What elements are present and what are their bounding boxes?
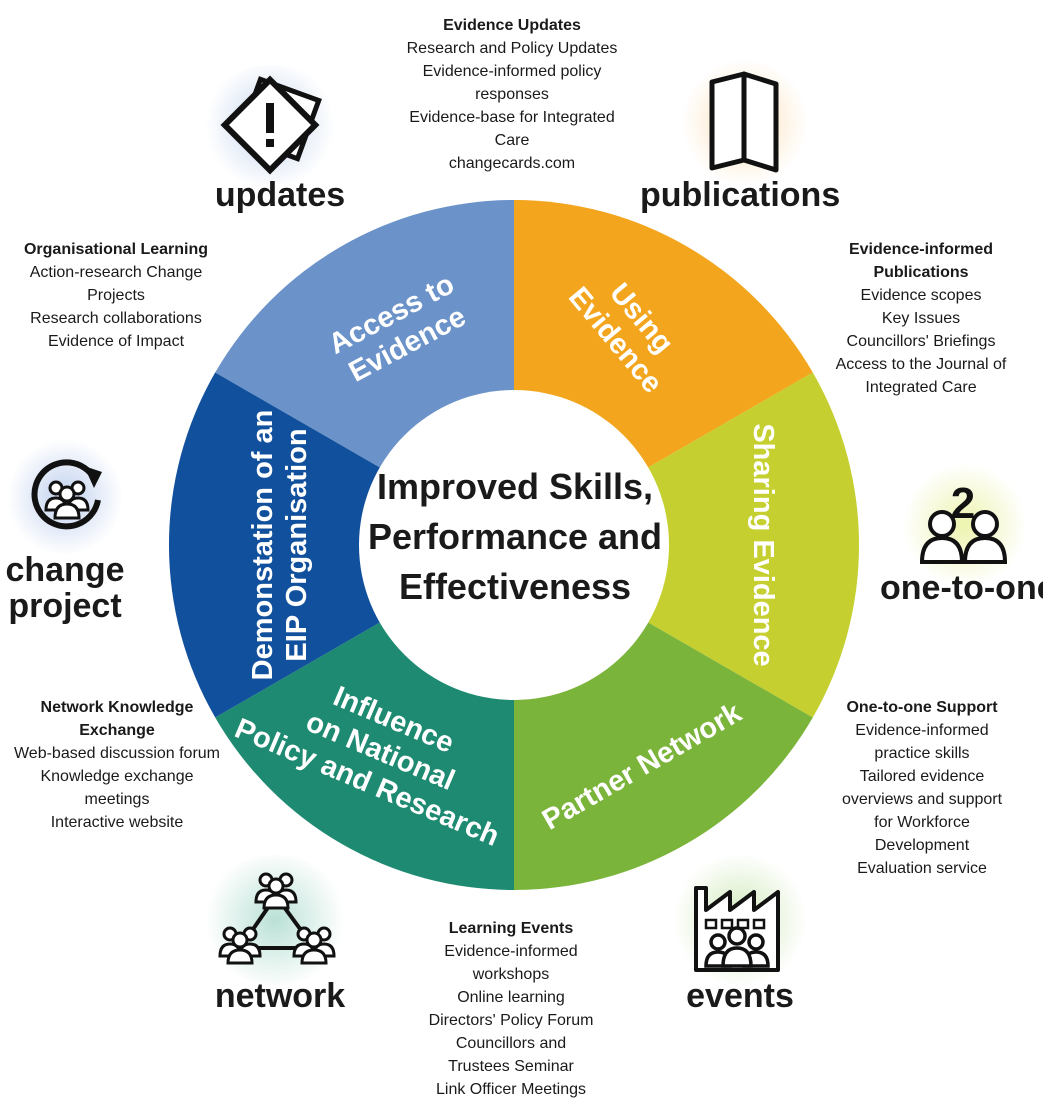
segment-sharing-evidence-label-line: Sharing Evidence xyxy=(747,423,779,666)
list-item: Evidence-base for Integrated xyxy=(409,109,615,126)
publications-block: Evidence-informed Publications Evidence … xyxy=(810,238,1032,399)
list-item: Tailored evidence xyxy=(859,768,985,785)
segment-eip-organisation xyxy=(168,372,515,718)
wheel-segments xyxy=(168,199,860,890)
list-item: Integrated Care xyxy=(865,379,977,396)
list-item: Projects xyxy=(87,287,145,304)
list-item: Research and Policy Updates xyxy=(406,40,618,57)
publications-title-line-2: Publications xyxy=(873,264,969,281)
list-item: Knowledge exchange xyxy=(40,768,194,785)
segment-eip-organisation-label-line: EIP Organisation xyxy=(281,428,313,661)
two-people-icon: 2 xyxy=(919,480,1008,564)
list-item: Trustees Seminar xyxy=(448,1058,574,1075)
learning-events-title: Learning Events xyxy=(448,920,574,937)
wheel-center xyxy=(359,390,669,700)
center-line-3: Effectiveness xyxy=(398,566,632,607)
one-to-one-label: one-to-one xyxy=(880,569,1043,607)
list-item: Online learning xyxy=(457,989,565,1006)
list-item: Evidence scopes xyxy=(860,287,982,304)
center-line-2: Performance and xyxy=(367,516,663,557)
publications-title-line-1: Evidence-informed xyxy=(848,241,994,258)
list-item: overviews and support xyxy=(841,791,1003,808)
list-item: workshops xyxy=(472,966,550,983)
list-item: Access to the Journal of xyxy=(835,356,1007,373)
one-to-one-support-block: One-to-one Support Evidence-informed pra… xyxy=(808,696,1036,880)
list-item: Directors' Policy Forum xyxy=(428,1012,594,1029)
change-project-label: change project xyxy=(0,552,130,624)
list-item: Councillors and xyxy=(455,1035,567,1052)
list-item: changecards.com xyxy=(448,155,576,172)
segment-sharing-evidence xyxy=(514,372,860,718)
change-project-label-line-2: project xyxy=(8,587,122,625)
list-item: Interactive website xyxy=(50,814,184,831)
alert-sign-icon xyxy=(220,75,322,175)
list-item: Key Issues xyxy=(881,310,961,327)
organisational-learning-title: Organisational Learning xyxy=(23,241,209,258)
list-item: Care xyxy=(494,132,530,149)
list-item: Evidence-informed xyxy=(444,943,578,960)
network-label: network xyxy=(214,977,346,1015)
one-to-one-glow xyxy=(900,465,1030,585)
list-item: Evaluation service xyxy=(857,860,987,877)
publications-label: publications xyxy=(640,176,841,214)
events-label: events xyxy=(686,977,794,1015)
segment-eip-organisation-label-line: Demonstation of an xyxy=(247,410,279,681)
list-item: Link Officer Meetings xyxy=(436,1081,586,1098)
list-item: responses xyxy=(475,86,549,103)
cycle-group-icon xyxy=(31,459,102,530)
network-exchange-block: Network Knowledge Exchange Web-based dis… xyxy=(4,696,230,834)
list-item: Development xyxy=(874,837,970,854)
list-item: Evidence-informed policy xyxy=(422,63,602,80)
organisational-learning-block: Organisational Learning Action-research … xyxy=(14,238,218,353)
network-exchange-title-line-2: Exchange xyxy=(79,722,155,739)
center-line-1: Improved Skills, xyxy=(376,466,654,507)
center-statement: Improved Skills, Performance and Effecti… xyxy=(360,462,670,612)
list-item: Research collaborations xyxy=(30,310,202,327)
network-exchange-title-line-1: Network Knowledge xyxy=(40,699,194,716)
factory-people-icon xyxy=(694,886,780,972)
list-item: for Workforce xyxy=(874,814,970,831)
list-item: Councillors' Briefings xyxy=(846,333,996,350)
updates-label: updates xyxy=(214,176,346,214)
segment-sharing-evidence-label: Sharing Evidence xyxy=(747,423,779,666)
evidence-updates-title: Evidence Updates xyxy=(443,17,581,34)
evidence-updates-block: Evidence Updates Research and Policy Upd… xyxy=(380,14,644,175)
list-item: Action-research Change xyxy=(29,264,203,281)
change-project-label-line-1: change xyxy=(5,551,125,589)
one-to-one-badge: 2 xyxy=(951,480,975,528)
list-item: Evidence-informed xyxy=(855,722,989,739)
list-item: practice skills xyxy=(874,745,970,762)
people-network-icon xyxy=(218,872,336,965)
list-item: Evidence of Impact xyxy=(47,333,185,350)
folded-leaflet-icon xyxy=(709,71,779,173)
list-item: Web-based discussion forum xyxy=(13,745,221,762)
segment-eip-organisation-label: Demonstation of anEIP Organisation xyxy=(247,410,313,681)
list-item: meetings xyxy=(84,791,150,808)
learning-events-block: Learning Events Evidence-informed worksh… xyxy=(396,917,626,1101)
one-to-one-support-title: One-to-one Support xyxy=(846,699,998,716)
